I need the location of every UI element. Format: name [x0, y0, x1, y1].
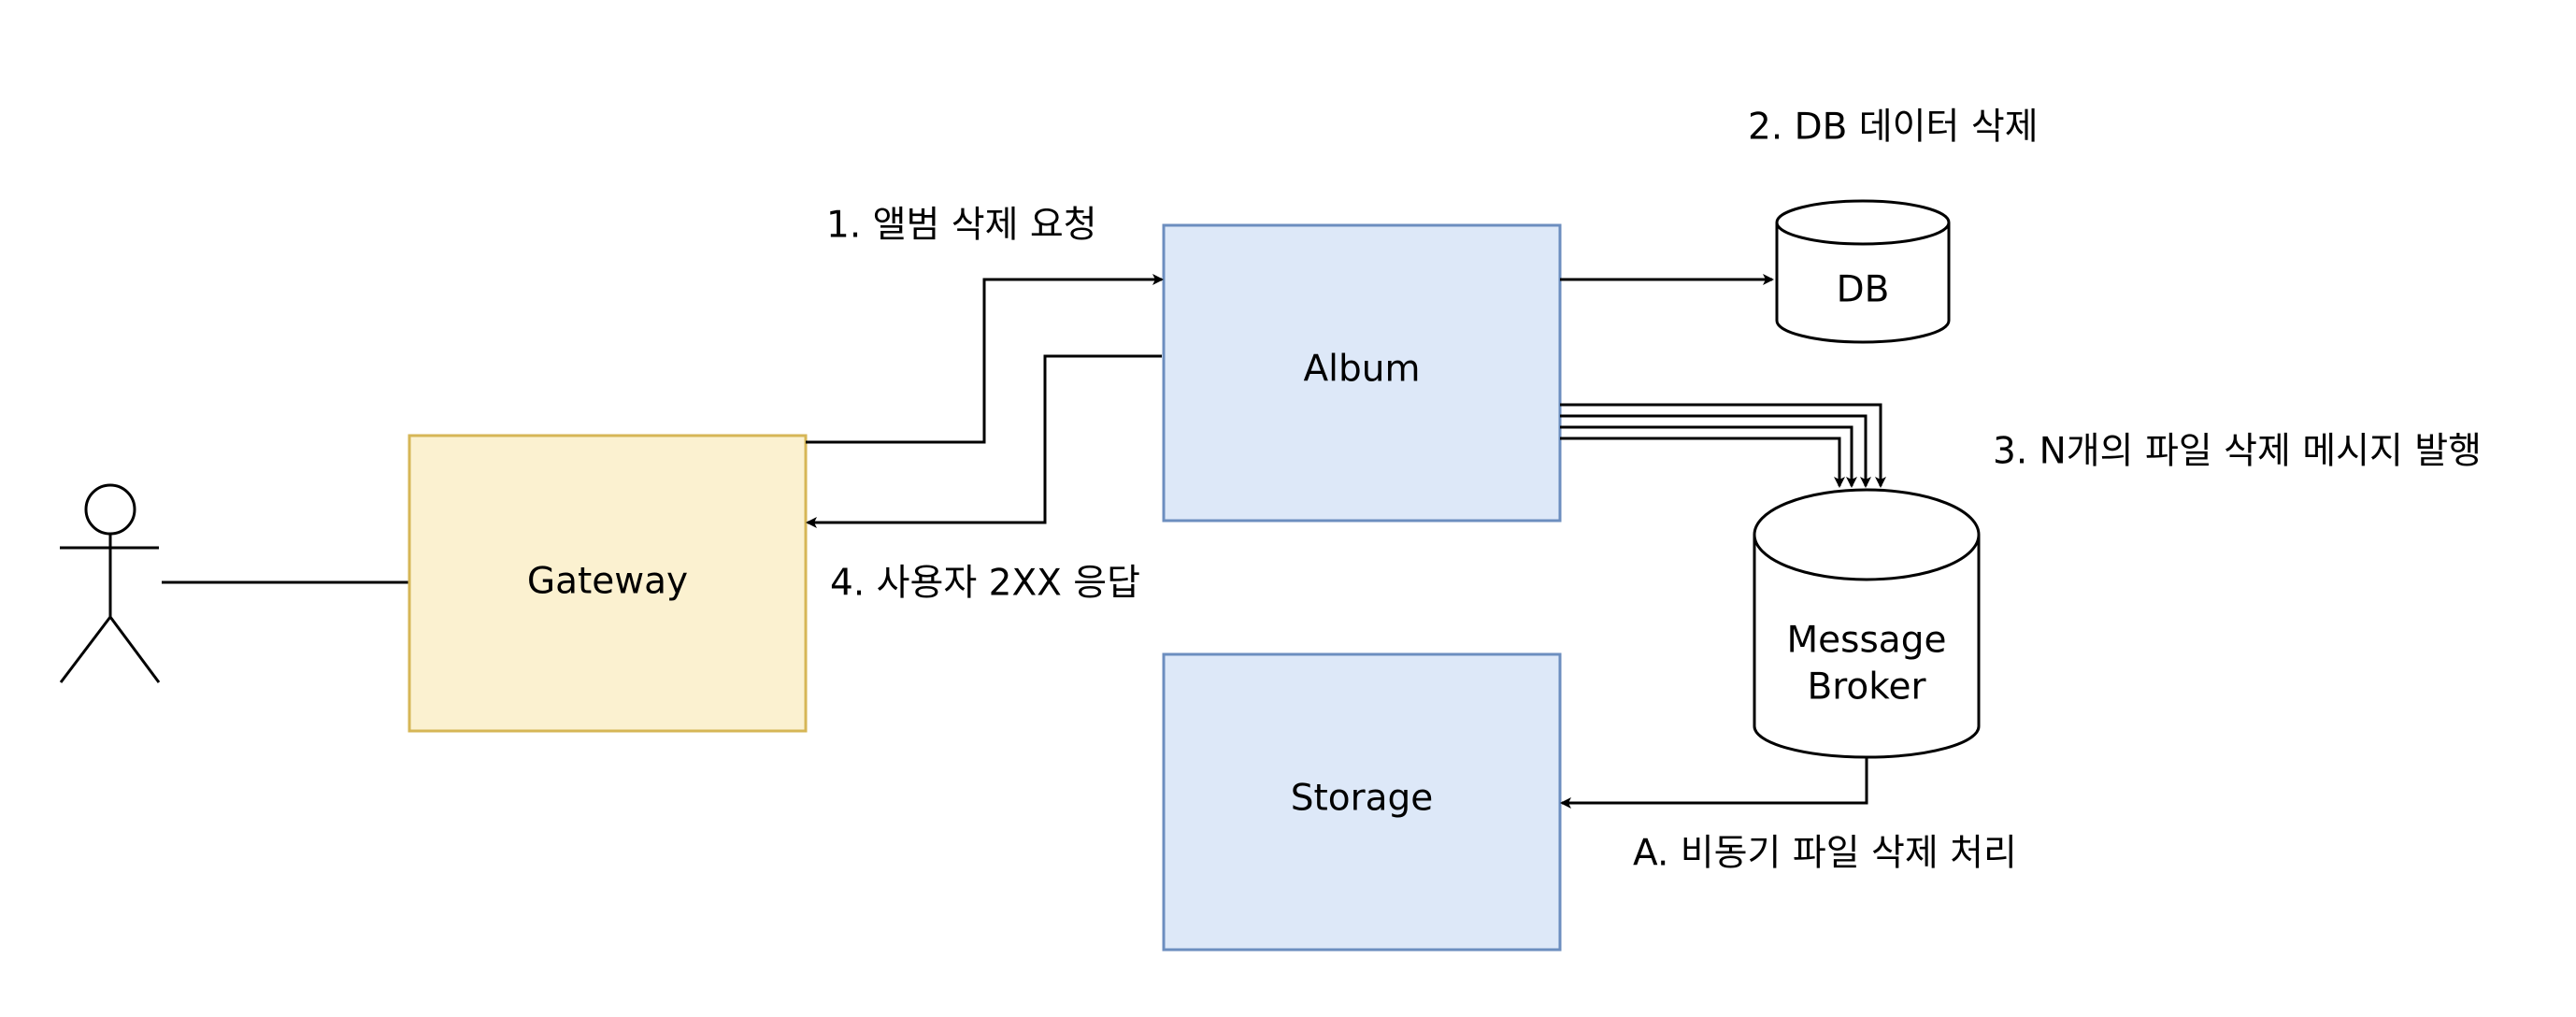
- publish-arrow-1: [1560, 403, 1886, 488]
- gateway-label: Gateway: [527, 561, 688, 603]
- publish-arrow-4: [1560, 437, 1845, 488]
- album-box: [1162, 223, 1562, 523]
- db-node[interactable]: DB: [1775, 199, 1951, 344]
- publish-arrows: [1560, 403, 1886, 488]
- broker-cylinder-top: [1753, 488, 1981, 581]
- publish-label: 3. N개의 파일 삭제 메시지 발행: [1993, 431, 2482, 473]
- publish-arrow-2: [1560, 414, 1871, 488]
- storage-node[interactable]: Storage: [1162, 652, 1562, 952]
- db-delete-label: 2. DB 데이터 삭제: [1748, 107, 2039, 149]
- response-arrow: [806, 354, 1162, 528]
- broker-label-line1: Message: [1787, 620, 1947, 662]
- request-arrow: [806, 274, 1164, 444]
- gateway-node[interactable]: Gateway: [408, 434, 808, 733]
- db-cylinder-top: [1775, 199, 1951, 246]
- message-broker-node[interactable]: Message Broker: [1753, 488, 1981, 759]
- db-label: DB: [1837, 269, 1890, 311]
- db-cylinder-body: [1775, 222, 1951, 344]
- broker-label-line2: Broker: [1807, 666, 1926, 709]
- album-node[interactable]: Album: [1162, 223, 1562, 523]
- async-delete-arrow: [1560, 757, 1868, 809]
- async-delete-label: A. 비동기 파일 삭제 처리: [1633, 833, 2017, 875]
- storage-label: Storage: [1291, 778, 1434, 820]
- publish-arrow-3: [1560, 425, 1857, 488]
- album-label: Album: [1304, 349, 1421, 391]
- request-label: 1. 앨범 삭제 요청: [826, 205, 1097, 247]
- gateway-box: [408, 434, 808, 733]
- response-label: 4. 사용자 2XX 응답: [830, 563, 1140, 605]
- storage-box: [1162, 652, 1562, 952]
- user-actor-icon: [59, 483, 161, 683]
